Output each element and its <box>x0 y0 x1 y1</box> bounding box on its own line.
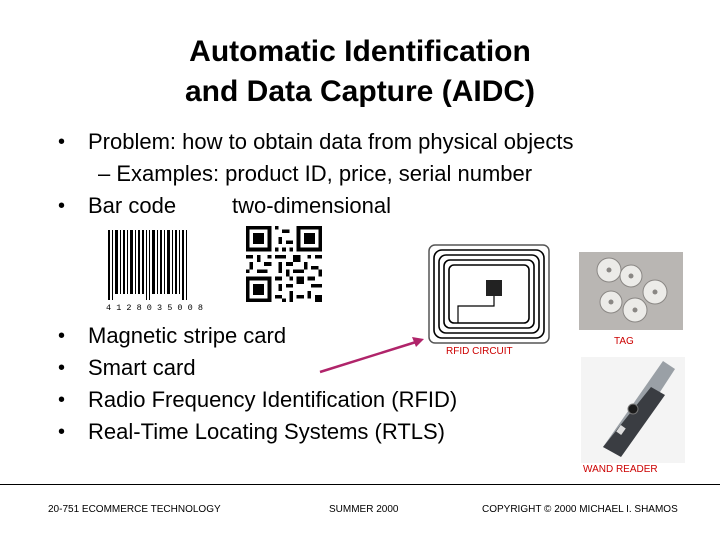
title-line-2: and Data Capture (AIDC) <box>184 75 536 108</box>
wand-reader-image <box>581 357 685 463</box>
bullet-dot: • <box>58 421 66 443</box>
bullet-smart: Smart card <box>88 355 196 380</box>
bullet-dot: • <box>58 195 66 217</box>
bullet-rtls: Real-Time Locating Systems (RTLS) <box>88 419 445 444</box>
footer-divider <box>0 484 720 485</box>
footer-copyright: COPYRIGHT © 2000 MICHAEL I. SHAMOS <box>482 504 678 515</box>
slide-title: Automatic Identification and Data Captur… <box>0 32 720 112</box>
bullet-magnetic: Magnetic stripe card <box>88 323 287 348</box>
bullet-rfid: Radio Frequency Identification (RFID) <box>88 387 458 412</box>
rfid-circuit-label: RFID CIRCUIT <box>446 346 513 357</box>
bullet-dot: • <box>58 131 66 153</box>
arrow-icon <box>319 337 424 374</box>
rfid-tag-image <box>579 252 683 330</box>
tag-label: TAG <box>614 336 634 347</box>
bullet-problem: Problem: how to obtain data from physica… <box>88 129 574 154</box>
bullet-dot: • <box>58 325 66 347</box>
barcode-image: 4 1 2 8 0 3 5 0 0 8 <box>106 230 203 313</box>
barcode-digits: 4 1 2 8 0 3 5 0 0 8 <box>106 303 203 313</box>
footer-term: SUMMER 2000 <box>329 504 399 515</box>
sub-bullet-examples: – Examples: product ID, price, serial nu… <box>98 161 533 186</box>
qr-code-image <box>246 226 322 302</box>
wand-reader-label: WAND READER <box>583 464 658 475</box>
rfid-circuit-image <box>428 244 550 344</box>
footer-course: 20-751 ECOMMERCE TECHNOLOGY <box>48 504 221 515</box>
bullet-dot: • <box>58 389 66 411</box>
title-line-1: Automatic Identification <box>189 35 531 68</box>
bullet-barcode: Bar code <box>88 193 177 218</box>
bullet-dot: • <box>58 357 66 379</box>
two-dimensional-label: two-dimensional <box>232 193 391 218</box>
